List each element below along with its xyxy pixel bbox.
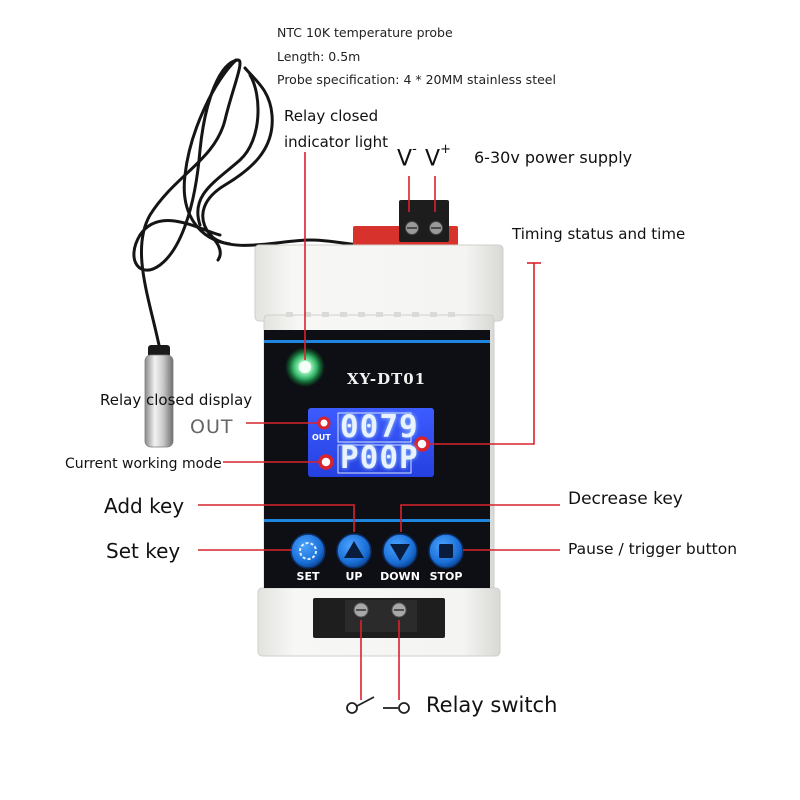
relay-switch-label: Relay switch bbox=[426, 693, 558, 717]
key-set[interactable] bbox=[290, 533, 326, 569]
key-up[interactable] bbox=[336, 533, 372, 569]
add-key-label: Add key bbox=[104, 494, 185, 518]
relay-switch-symbol bbox=[346, 696, 410, 714]
power-terminal bbox=[353, 200, 458, 250]
up-button-label: UP bbox=[345, 570, 363, 583]
key-down[interactable] bbox=[382, 533, 418, 569]
model-name: XY-DT01 bbox=[347, 370, 427, 388]
lcd-display bbox=[308, 408, 434, 477]
out-label: OUT bbox=[190, 416, 234, 438]
up-arrow-icon bbox=[344, 541, 364, 558]
callout-dots bbox=[317, 416, 430, 470]
set-key-label: Set key bbox=[106, 539, 181, 563]
stop-button-label: STOP bbox=[429, 570, 463, 583]
callout-lines bbox=[198, 152, 560, 700]
relay-terminal bbox=[313, 598, 445, 638]
relay-closed-display-label: Relay closed display bbox=[100, 391, 253, 409]
relay-indicator-label-line2: indicator light bbox=[284, 133, 389, 151]
timing-status-label: Timing status and time bbox=[512, 225, 686, 243]
decrease-key-label: Decrease key bbox=[568, 489, 683, 509]
down-button-label: DOWN bbox=[380, 570, 420, 583]
lcd-line-mode: P00P bbox=[340, 440, 419, 476]
stop-square-icon bbox=[439, 544, 453, 558]
relay-indicator-label-line1: Relay closed bbox=[284, 107, 379, 125]
lcd-line-time: 0079 bbox=[340, 409, 419, 445]
probe-title: NTC 10K temperature probe bbox=[277, 25, 453, 40]
power-supply-label: 6-30v power supply bbox=[474, 148, 633, 167]
probe-length: Length: 0.5m bbox=[277, 49, 361, 64]
key-stop[interactable] bbox=[428, 533, 464, 569]
probe-cable bbox=[132, 58, 362, 352]
down-arrow-icon bbox=[390, 544, 410, 561]
lcd-out-tag: OUT bbox=[312, 433, 331, 442]
probe-tip bbox=[144, 345, 174, 448]
set-button-label: SET bbox=[296, 570, 320, 583]
pause-trigger-label: Pause / trigger button bbox=[568, 540, 738, 558]
relay-indicator-led bbox=[285, 347, 325, 387]
probe-specification: Probe specification: 4 * 20MM stainless … bbox=[277, 72, 556, 87]
v-plus-label: V+ bbox=[425, 142, 451, 172]
working-mode-label: Current working mode bbox=[65, 456, 222, 472]
v-minus-label: V- bbox=[397, 142, 417, 172]
